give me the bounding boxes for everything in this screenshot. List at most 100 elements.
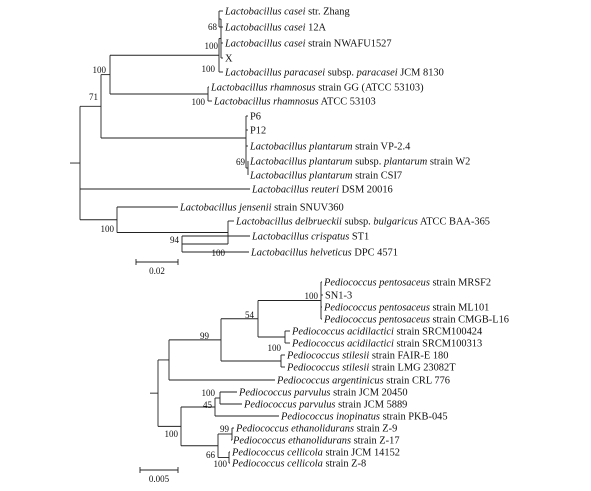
- scale-bar-label: 0.02: [149, 266, 165, 276]
- taxon-strain: P6: [250, 112, 261, 123]
- taxon-label: Pediococcus argentinicus strain CRL 776: [276, 376, 450, 387]
- taxon-strain: strain SRCM100313: [394, 339, 482, 350]
- taxon-name: Pediococcus cellicola: [231, 459, 323, 470]
- taxon-strain: strain SNUV360: [272, 203, 344, 214]
- bootstrap-value: 54: [245, 310, 255, 320]
- taxon-strain: strain JCM 14152: [323, 448, 400, 459]
- taxon-name: Pediococcus pentosaceus: [323, 315, 430, 326]
- taxon-strain: strain VP-2.4: [352, 142, 411, 153]
- taxon-label: Lactobacillus paracasei subsp. paracasei…: [224, 68, 444, 79]
- taxon-label: Pediococcus stilesii strain LMG 23082T: [286, 363, 456, 374]
- taxon-strain: str. Zhang: [306, 7, 350, 18]
- taxon-strain: strain JCM 20450: [330, 388, 407, 399]
- taxon-label: Pediococcus acidilactici strain SRCM1003…: [291, 339, 482, 350]
- taxon-strain: strain PKB-045: [380, 412, 448, 423]
- taxon-name: Lactobacillus jensenii: [179, 203, 272, 214]
- taxon-label: Pediococcus cellicola strain Z-8: [231, 459, 366, 470]
- taxon-label: Pediococcus parvulus strain JCM 20450: [238, 388, 408, 399]
- bootstrap-value: 99: [220, 424, 230, 434]
- bootstrap-value: 45: [203, 400, 213, 410]
- taxon-strain: strain GG (ATCC 53103): [316, 83, 424, 94]
- taxon-name: Lactobacillus rhamnosus: [213, 97, 319, 108]
- taxon-strain: strain JCM 5889: [335, 400, 407, 411]
- taxon-label: P12: [250, 126, 266, 137]
- taxon-strain: strain LMG 23082T: [369, 363, 456, 374]
- bootstrap-value: 100: [212, 248, 226, 258]
- taxon-strain: strain MRSF2: [430, 278, 491, 289]
- taxon-strain: ATCC BAA-365: [418, 217, 490, 228]
- taxon-name: Pediococcus inopinatus: [280, 412, 380, 423]
- taxon-label: Lactobacillus reuteri DSM 20016: [251, 185, 393, 196]
- taxon-label: Lactobacillus crispatus ST1: [251, 232, 369, 243]
- taxon-label: Lactobacillus plantarum strain CSI7: [249, 171, 402, 182]
- taxon-name: paracasei: [356, 68, 398, 79]
- taxon-label: Pediococcus pentosaceus strain ML101: [323, 303, 489, 314]
- taxon-label: Lactobacillus helveticus DPC 4571: [250, 248, 398, 259]
- bootstrap-value: 71: [89, 92, 98, 102]
- taxon-name: Pediococcus cellicola: [231, 448, 323, 459]
- taxon-name: Lactobacillus rhamnosus: [210, 83, 316, 94]
- taxon-name: Pediococcus acidilactici: [291, 339, 394, 350]
- tree-branches: [70, 10, 323, 473]
- taxon-strain: strain FAIR-E 180: [369, 351, 448, 362]
- taxon-name: Lactobacillus reuteri: [251, 185, 339, 196]
- taxon-strain: JCM 8130: [398, 68, 444, 79]
- bootstrap-value: 100: [202, 388, 216, 398]
- bootstrap-value: 69: [236, 157, 246, 167]
- taxon-strain: strain W2: [427, 157, 470, 168]
- taxon-label: Lactobacillus plantarum strain VP-2.4: [249, 142, 411, 153]
- taxon-strain: strain SRCM100424: [394, 327, 483, 338]
- taxon-name: Lactobacillus helveticus: [250, 248, 352, 259]
- taxon-strain: strain Z-9: [354, 424, 397, 435]
- taxon-strain: 12A: [306, 23, 327, 34]
- taxon-label: Pediococcus inopinatus strain PKB-045: [280, 412, 448, 423]
- taxon-label: X: [225, 54, 233, 65]
- taxon-strain: ST1: [349, 232, 369, 243]
- taxon-name: Pediococcus ethanolidurans: [235, 424, 354, 435]
- bootstrap-value: 100: [93, 65, 107, 75]
- scale-bar-label: 0.005: [149, 474, 170, 484]
- bootstrap-value: 100: [202, 64, 216, 74]
- taxon-label: Lactobacillus jensenii strain SNUV360: [179, 203, 344, 214]
- taxon-label: Pediococcus pentosaceus strain CMGB-L16: [323, 315, 509, 326]
- taxon-label: Pediococcus stilesii strain FAIR-E 180: [286, 351, 448, 362]
- taxon-strain: X: [225, 54, 233, 65]
- taxon-strain: subsp.: [342, 217, 373, 228]
- taxon-strain: subsp.: [325, 68, 356, 79]
- taxon-label: Lactobacillus casei 12A: [224, 23, 327, 34]
- taxon-strain: P12: [250, 126, 266, 137]
- bootstrap-value: 100: [268, 343, 282, 353]
- taxon-strain: subsp.: [352, 157, 383, 168]
- taxon-label: Lactobacillus plantarum subsp. plantarum…: [249, 157, 470, 168]
- taxon-name: Pediococcus argentinicus: [276, 376, 384, 387]
- taxon-label: Pediococcus ethanolidurans strain Z-9: [235, 424, 397, 435]
- taxon-name: Pediococcus stilesii: [286, 351, 369, 362]
- bootstrap-value: 100: [214, 459, 228, 469]
- taxon-label: P6: [250, 112, 261, 123]
- taxon-label: Lactobacillus rhamnosus ATCC 53103: [213, 97, 376, 108]
- taxon-label: Lactobacillus rhamnosus strain GG (ATCC …: [210, 83, 424, 94]
- taxon-name: Lactobacillus casei: [224, 23, 306, 34]
- taxon-label: Lactobacillus casei strain NWAFU1527: [224, 39, 392, 50]
- taxon-name: Pediococcus acidilactici: [291, 327, 394, 338]
- taxon-strain: strain CSI7: [352, 171, 402, 182]
- taxon-name: bulgaricus: [373, 217, 417, 228]
- taxon-name: Pediococcus stilesii: [286, 363, 369, 374]
- taxon-strain: strain CMGB-L16: [430, 315, 509, 326]
- taxon-label: Pediococcus acidilactici strain SRCM1004…: [291, 327, 483, 338]
- taxon-name: Lactobacillus casei: [224, 39, 306, 50]
- taxon-strain: SN1-3: [325, 291, 352, 302]
- taxon-label: SN1-3: [325, 291, 352, 302]
- tree-labels: Lactobacillus casei str. ZhangLactobacil…: [89, 7, 509, 484]
- taxon-strain: DSM 20016: [339, 185, 393, 196]
- bootstrap-value: 100: [101, 224, 115, 234]
- bootstrap-value: 99: [200, 331, 210, 341]
- taxon-strain: strain Z-8: [323, 459, 366, 470]
- taxon-name: Lactobacillus casei: [224, 7, 306, 18]
- taxon-name: Pediococcus parvulus: [243, 400, 335, 411]
- taxon-label: Pediococcus pentosaceus strain MRSF2: [323, 278, 491, 289]
- bootstrap-value: 66: [206, 450, 216, 460]
- bootstrap-value: 100: [205, 41, 219, 51]
